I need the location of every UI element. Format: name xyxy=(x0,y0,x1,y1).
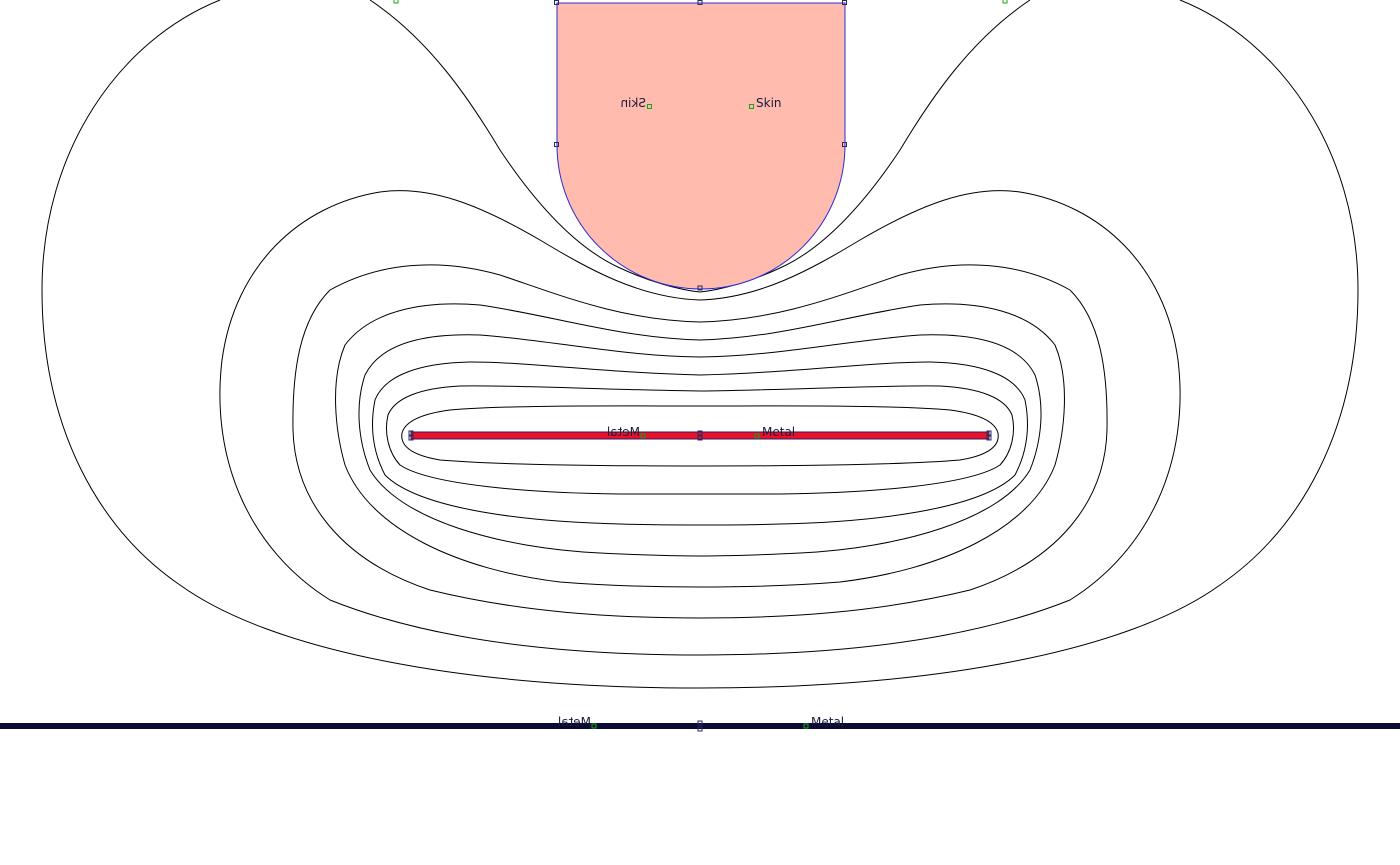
label-marker[interactable] xyxy=(749,104,754,109)
label-marker[interactable] xyxy=(647,104,652,109)
ground-plane-bar[interactable] xyxy=(0,723,1400,729)
node-marker[interactable] xyxy=(986,430,992,436)
ground-label: Metal xyxy=(811,715,844,729)
contour-line-outer-top-left xyxy=(369,0,1031,293)
skin-node-markers[interactable] xyxy=(554,0,847,291)
node-marker[interactable] xyxy=(697,720,703,726)
label-marker[interactable] xyxy=(591,723,597,729)
node-marker[interactable] xyxy=(842,0,847,5)
node-marker[interactable] xyxy=(842,142,847,147)
contour-line-3 xyxy=(292,264,1108,619)
skin-label: Skin xyxy=(756,96,782,110)
contour-line-outer xyxy=(41,0,1359,689)
contour-line-6 xyxy=(371,361,1029,526)
node-marker[interactable] xyxy=(408,435,414,441)
label-marker[interactable] xyxy=(754,433,760,439)
skin-shape[interactable] xyxy=(556,2,846,290)
label-marker[interactable] xyxy=(1002,0,1008,4)
node-marker[interactable] xyxy=(697,430,703,436)
node-marker[interactable] xyxy=(554,0,559,5)
ground-label-mirrored: Metal xyxy=(558,715,591,729)
node-marker[interactable] xyxy=(697,435,703,441)
electrode-label-mirrored: Metal xyxy=(607,425,640,439)
node-marker[interactable] xyxy=(697,285,703,291)
contour-line-7 xyxy=(386,385,1014,495)
contour-line-4 xyxy=(335,303,1065,588)
equipotential-contours xyxy=(41,0,1359,689)
ground-plane-region[interactable]: Metal Metal xyxy=(0,715,1400,732)
node-marker[interactable] xyxy=(697,0,703,5)
label-marker[interactable] xyxy=(803,723,809,729)
skin-region[interactable]: Skin Skin xyxy=(554,0,847,291)
label-marker[interactable] xyxy=(393,0,399,4)
skin-label-mirrored: Skin xyxy=(620,96,646,110)
contour-line-2 xyxy=(219,190,1181,656)
node-marker[interactable] xyxy=(986,435,992,441)
node-marker[interactable] xyxy=(554,142,559,147)
node-marker[interactable] xyxy=(697,726,703,732)
electrode-label: Metal xyxy=(762,425,795,439)
node-marker[interactable] xyxy=(408,430,414,436)
contour-line-inner xyxy=(401,405,999,467)
contour-line-5 xyxy=(358,334,1042,557)
label-marker[interactable] xyxy=(640,433,646,439)
electrode-region[interactable]: Metal Metal xyxy=(408,425,992,441)
